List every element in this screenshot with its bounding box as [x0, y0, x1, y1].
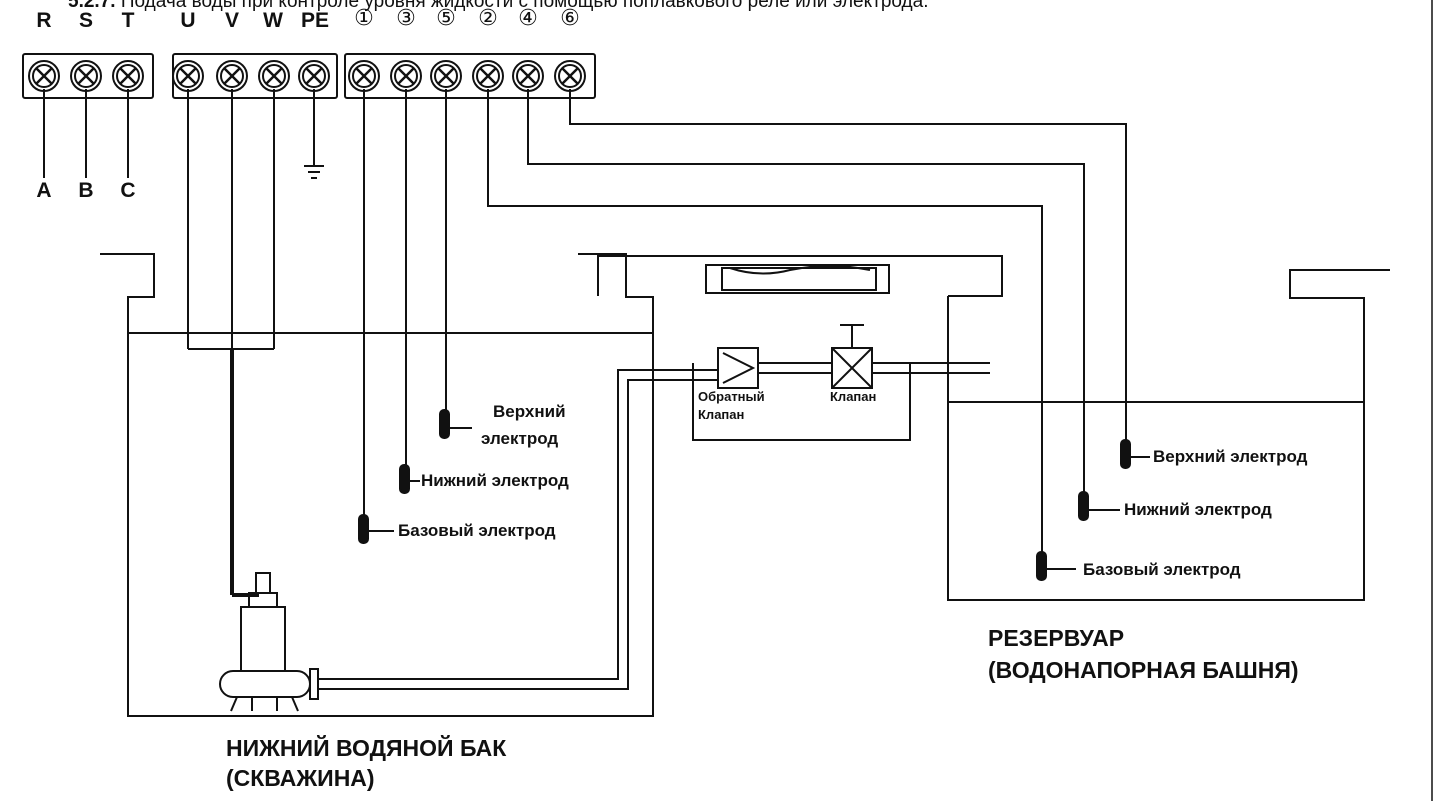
well-lower-electrode-label: Нижний электрод	[421, 471, 569, 490]
phase-label-b: B	[78, 179, 94, 202]
reservoir-tank	[947, 269, 1390, 601]
terminal-label-w: W	[263, 9, 283, 32]
terminal-label-t: T	[121, 9, 135, 32]
section-header-text: Подача воды при контроле уровня жидкости…	[120, 0, 929, 12]
screw-terminals	[28, 60, 586, 92]
terminal-label-3: ③	[396, 6, 416, 31]
check-valve-label-2: Клапан	[698, 407, 745, 422]
power-terminal-block	[22, 53, 154, 99]
terminal-label-4: ④	[518, 6, 538, 31]
terminal-label-6: ⑥	[560, 6, 580, 31]
well-upper-electrode-label-2: электрод	[481, 429, 559, 448]
reservoir-label-line-1: РЕЗЕРВУАР	[988, 625, 1125, 651]
reservoir-label-line-2: (ВОДОНАПОРНАЯ БАШНЯ)	[988, 657, 1299, 683]
pump-house	[597, 255, 1003, 297]
terminal-label-u: U	[180, 9, 196, 32]
tank-lower-electrode-label: Нижний электрод	[1124, 500, 1272, 519]
terminal-label-5: ⑤	[436, 6, 456, 31]
terminal-label-pe: PE	[300, 9, 329, 32]
well-upper-electrode-label-1: Верхний	[493, 402, 566, 421]
submersible-pump	[219, 572, 319, 712]
well-label-line-2: (СКВАЖИНА)	[226, 765, 375, 791]
terminal-label-1: ①	[354, 6, 374, 31]
phase-label-c: C	[120, 179, 136, 202]
terminal-label-s: S	[78, 9, 93, 32]
gate-valve-label: Клапан	[830, 389, 877, 404]
well-base-electrode-label: Базовый электрод	[398, 521, 556, 540]
well-label-line-1: НИЖНИЙ ВОДЯНОЙ БАК	[226, 735, 507, 761]
well-tank	[100, 253, 654, 717]
control-terminal-block	[344, 53, 596, 99]
check-valve-label-1: Обратный	[698, 389, 765, 404]
tank-upper-electrode-label: Верхний электрод	[1153, 447, 1308, 466]
phase-label-a: A	[36, 179, 52, 202]
section-header: 5.2.7. Подача воды при контроле уровня ж…	[68, 0, 928, 11]
tank-base-electrode-label: Базовый электрод	[1083, 560, 1241, 579]
terminal-label-r: R	[36, 9, 52, 32]
terminal-label-2: ②	[478, 6, 498, 31]
terminal-label-v: V	[224, 9, 239, 32]
